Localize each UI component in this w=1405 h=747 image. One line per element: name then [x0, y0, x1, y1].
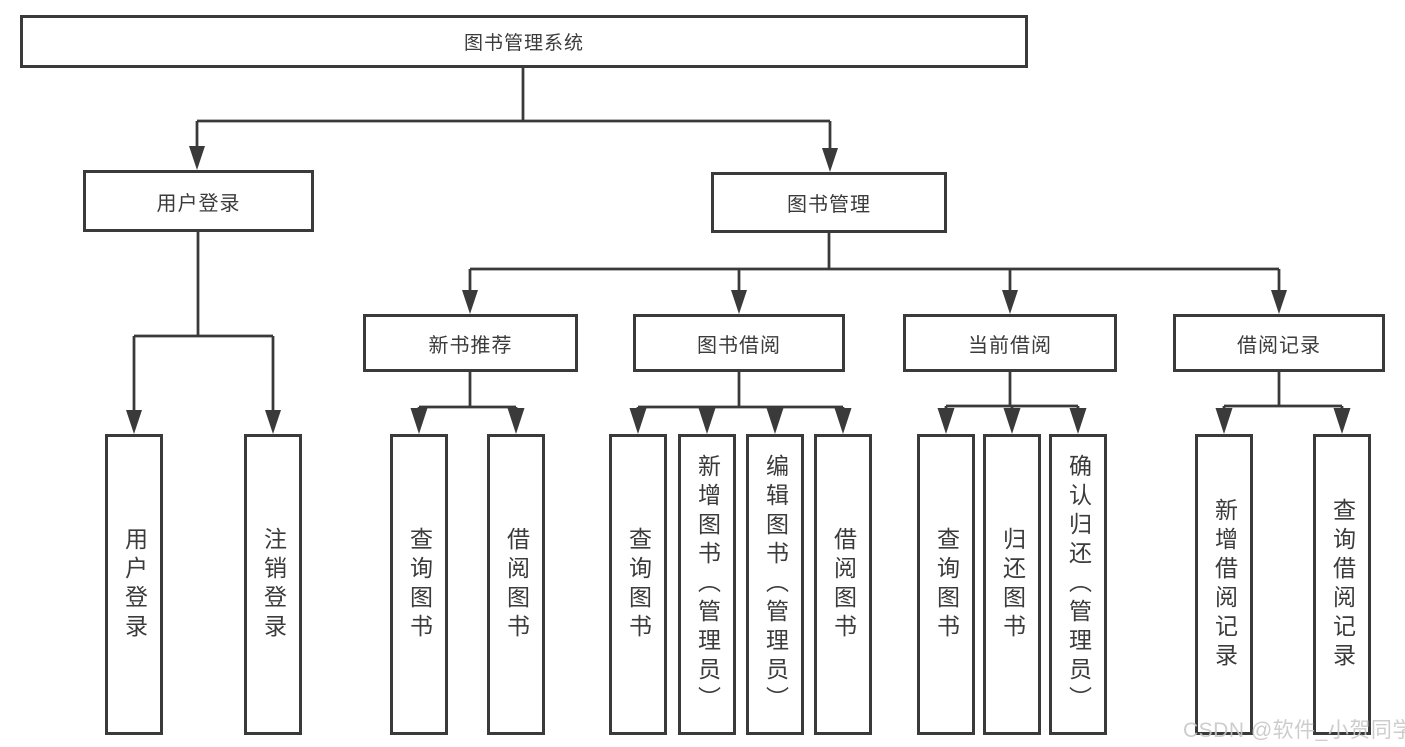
csdn-watermark: CSDN @软件_小贺同学: [1183, 719, 1405, 742]
leaf-user-login: 用户登录: [105, 434, 163, 735]
connector-borrow-records-to-leaves: [1215, 371, 1351, 434]
leaf-query-books-current: 查询图书: [917, 434, 975, 735]
node-new-book-recommend: 新书推荐: [363, 314, 578, 372]
leaf-confirm-return-admin: 确认归还（管理员）: [1049, 434, 1107, 735]
connector-book-management-to-categories: [462, 232, 1287, 314]
connector-user-login-to-leaves: [126, 232, 281, 434]
leaf-add-books-admin: 新增图书（管理员）: [678, 434, 736, 735]
leaf-query-books-borrow: 查询图书: [609, 434, 667, 735]
connector-current-borrow-to-leaves: [937, 371, 1087, 434]
connector-book-borrow-to-leaves: [629, 371, 852, 434]
node-root-library-system: 图书管理系统: [20, 15, 1028, 68]
leaf-query-books-recommend: 查询图书: [390, 434, 448, 735]
node-book-management: 图书管理: [711, 172, 947, 233]
connector-root-to-branches: [189, 68, 838, 172]
leaf-add-borrow-record: 新增借阅记录: [1195, 434, 1253, 735]
leaf-edit-books-admin: 编辑图书（管理员）: [746, 434, 804, 735]
connector-new-book-recommend-to-leaves: [410, 371, 525, 434]
node-book-borrow: 图书借阅: [633, 314, 845, 372]
node-borrow-records: 借阅记录: [1173, 314, 1385, 372]
leaf-query-borrow-record: 查询借阅记录: [1313, 434, 1371, 735]
node-user-login: 用户登录: [83, 170, 314, 232]
node-current-borrow: 当前借阅: [903, 314, 1117, 372]
leaf-borrow-books-recommend: 借阅图书: [487, 434, 545, 735]
leaf-logout: 注销登录: [244, 434, 302, 735]
leaf-borrow-books: 借阅图书: [814, 434, 872, 735]
leaf-return-books: 归还图书: [983, 434, 1041, 735]
